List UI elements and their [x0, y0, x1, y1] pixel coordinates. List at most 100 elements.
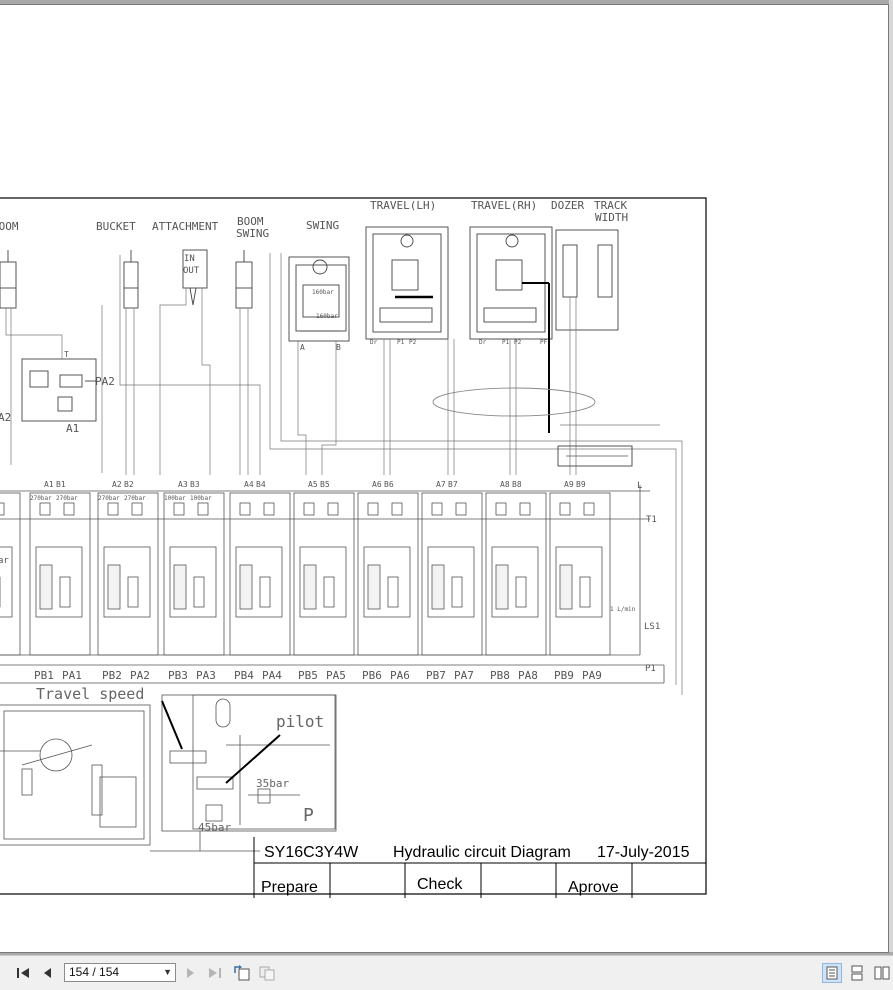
relief-valve-a: [239, 502, 251, 516]
check-valve: [127, 576, 139, 608]
top-port-label: A3: [178, 480, 188, 489]
continuous-view-button[interactable]: [847, 963, 867, 983]
valve-section: [357, 492, 419, 656]
relief-valve-b: [455, 502, 467, 516]
check-valve: [387, 576, 399, 608]
relief-valve-a: [431, 502, 443, 516]
relief-valve-b: [519, 502, 531, 516]
drawing-border: [0, 197, 707, 895]
relief-valve-b: [63, 502, 75, 516]
label-dr-rh: Dr: [479, 339, 487, 346]
spool: [559, 564, 573, 610]
bottom-port-label: PB5: [298, 669, 318, 682]
relief-setting-label: 270bar: [124, 495, 146, 502]
relief-setting-label: 270bar: [56, 495, 78, 502]
relief-valve-a: [107, 502, 119, 516]
vertical-scrollbar[interactable]: [889, 0, 893, 952]
top-port-label: A9: [564, 480, 574, 489]
spool-body: [103, 546, 151, 618]
label-35bar: 35bar: [256, 777, 289, 790]
top-port-label: A5: [308, 480, 318, 489]
label-dozer: DOZER: [551, 199, 584, 212]
label-p1: P1: [645, 664, 656, 674]
next-page-button[interactable]: [184, 964, 198, 982]
highlight-ellipse: [432, 387, 596, 417]
spool-body: [555, 546, 603, 618]
check-valve: [579, 576, 591, 608]
bottom-port-label: PB6: [362, 669, 382, 682]
label-160bar-b: 160bar: [316, 313, 338, 320]
valve-section: [0, 492, 21, 656]
title-model: SY16C3Y4W: [264, 844, 359, 861]
check-valve: [451, 576, 463, 608]
check-valve: [515, 576, 527, 608]
previous-page-icon: [44, 968, 51, 978]
bottom-port-label: PB8: [490, 669, 510, 682]
top-port-label: A6: [372, 480, 382, 489]
rotate-page-icon: [234, 965, 250, 981]
label-swing: SWING: [306, 219, 339, 232]
previous-page-button[interactable]: [38, 964, 56, 982]
spool-body: [491, 546, 539, 618]
valve-section: [293, 492, 355, 656]
title-text: Hydraulic circuit Diagram: [393, 844, 571, 861]
label-pa2-left: PA2: [95, 375, 115, 388]
spool-body: [0, 546, 13, 618]
check-valve: [259, 576, 271, 608]
label-out: OUT: [183, 266, 200, 276]
label-a2-left: A2: [0, 411, 11, 424]
label-in: IN: [184, 254, 195, 264]
relief-setting-label: 270bar: [30, 495, 52, 502]
top-port-label: B2: [124, 480, 134, 489]
label-pilot: pilot: [276, 712, 324, 731]
spool-body: [427, 546, 475, 618]
label-p1-lh: P1: [397, 339, 405, 346]
bottom-port-label: PA9: [582, 669, 602, 682]
relief-setting-label: 100bar: [164, 495, 186, 502]
top-port-label: A4: [244, 480, 254, 489]
check-valve: [323, 576, 335, 608]
label-attachment: ATTACHMENT: [152, 220, 219, 233]
spool-body: [169, 546, 217, 618]
bottom-port-label: PB2: [102, 669, 122, 682]
spool: [239, 564, 253, 610]
label-p2-rh: P2: [514, 339, 522, 346]
label-swing-a: A: [300, 343, 305, 352]
top-port-label: A1: [44, 480, 54, 489]
bottom-port-label: PA3: [196, 669, 216, 682]
relief-valve-b: [0, 502, 5, 516]
page-number-select[interactable]: 154 / 154 ▼: [64, 963, 176, 982]
label-45bar: 45bar: [198, 821, 231, 834]
single-page-view-button[interactable]: [822, 963, 842, 983]
spool: [367, 564, 381, 610]
bottom-port-label: PB1: [34, 669, 54, 682]
relief-valve-b: [327, 502, 339, 516]
spool-body: [363, 546, 411, 618]
top-port-label: B1: [56, 480, 66, 489]
label-boom-swing-2: SWING: [236, 227, 269, 240]
relief-valve-a: [559, 502, 571, 516]
continuous-view-icon: [851, 965, 863, 981]
label-ls1: LS1: [644, 622, 660, 632]
check-valve: [59, 576, 71, 608]
relief-valve-a: [39, 502, 51, 516]
label-travel-speed: Travel speed: [36, 685, 144, 703]
last-page-icon: [209, 968, 221, 978]
valve-section: [163, 492, 225, 656]
spool: [495, 564, 509, 610]
label-p: P: [303, 805, 314, 826]
rotate-page-button[interactable]: [232, 964, 252, 982]
label-boom: BOOM: [0, 220, 19, 233]
single-page-view-icon: [826, 966, 838, 980]
label-a1-left: A1: [66, 422, 79, 435]
bottom-port-label: PB7: [426, 669, 446, 682]
first-page-button[interactable]: [14, 964, 32, 982]
label-flow: 1 L/min: [610, 606, 636, 613]
top-port-label: B5: [320, 480, 330, 489]
facing-pages-view-button[interactable]: [872, 963, 892, 983]
label-track-width-1: TRACK: [594, 199, 627, 212]
facing-pages-view-icon: [874, 966, 890, 980]
label-dr-lh: Dr: [370, 339, 378, 346]
extract-page-button[interactable]: [257, 964, 277, 982]
last-page-button[interactable]: [206, 964, 224, 982]
